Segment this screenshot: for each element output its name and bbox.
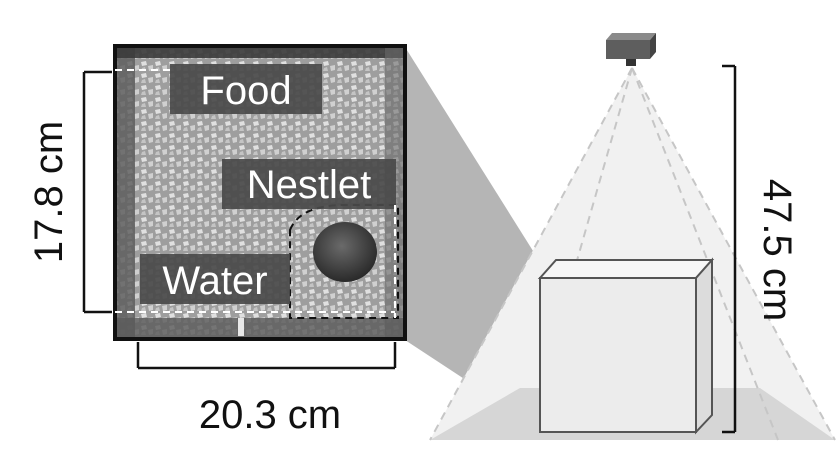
cage-frame <box>113 44 407 341</box>
zone-label-food: Food <box>170 64 322 114</box>
field-of-view-lines <box>429 67 836 441</box>
food-label: Food <box>200 69 291 113</box>
zone-label-water: Water <box>140 254 290 304</box>
zone-label-nestlet: Nestlet <box>222 159 396 209</box>
mouse <box>313 222 377 282</box>
camera-icon <box>606 33 656 66</box>
camera-projection: 47.5 cm <box>405 33 836 441</box>
cage-width-label: 20.3 cm <box>199 393 341 437</box>
width-bracket <box>136 342 397 370</box>
height-bracket <box>722 64 737 434</box>
cage-photo: Food Nestlet Water <box>113 44 407 341</box>
region-markers <box>115 69 396 318</box>
water-label: Water <box>162 259 267 303</box>
depth-bracket <box>82 70 112 314</box>
enclosure-box <box>537 257 715 435</box>
cage-depth-label: 17.8 cm <box>27 121 71 263</box>
nestlet-label: Nestlet <box>247 163 372 207</box>
camera-height-label: 47.5 cm <box>755 179 799 321</box>
